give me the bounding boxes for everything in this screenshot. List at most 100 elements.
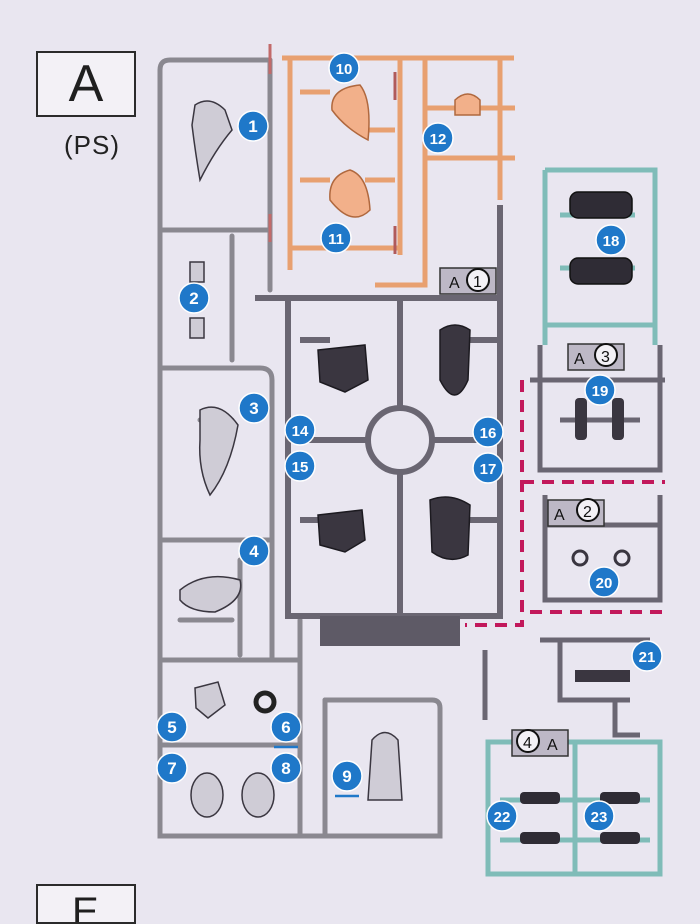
runner-tag-letter: A [554, 507, 565, 524]
runner-tag-number: 4 [523, 735, 532, 752]
gray-parts [179, 100, 403, 818]
part-badge-label: 4 [249, 542, 259, 561]
part-3-shape [198, 406, 239, 497]
part-6-shape [253, 690, 277, 714]
center-ring [365, 405, 435, 475]
part-badge-label: 1 [248, 117, 257, 136]
part-number-1: 1 [237, 110, 269, 142]
runner-21-frame [482, 637, 650, 738]
part-badge-circle [178, 282, 210, 314]
runner-diagram: A 1 A 2 A 3 4 A 123456789101112141516171… [156, 44, 665, 877]
part-number-8: 8 [270, 752, 302, 784]
part-2-shape-b [189, 317, 205, 339]
part-badge-label: 9 [342, 767, 351, 786]
part-number-19: 19 [584, 374, 616, 406]
part-badge-label: 20 [596, 575, 613, 592]
part-15-shape [317, 509, 366, 553]
orange-parts [329, 84, 481, 218]
part-number-3: 3 [238, 392, 270, 424]
part-badge-circle [631, 640, 663, 672]
runner-tag-letter: A [574, 351, 585, 368]
runner-tag-letter: A [547, 737, 558, 754]
runner-gate-block [320, 616, 460, 646]
part-badge-label: 6 [281, 718, 290, 737]
part-badge-label: 2 [189, 289, 198, 308]
part-number-20: 20 [588, 566, 620, 598]
part-number-7: 7 [156, 752, 188, 784]
runner-tag-letter: A [449, 275, 460, 292]
part-badge-label: 12 [430, 131, 447, 148]
part-16-shape [439, 324, 471, 396]
part-5-shape [194, 681, 226, 719]
part-badge-label: 21 [639, 649, 656, 666]
part-number-17: 17 [472, 452, 504, 484]
part-badge-circle [270, 752, 302, 784]
part-badge-label: 14 [292, 423, 309, 440]
part-11-shape [329, 169, 371, 218]
part-badge-circle [583, 800, 615, 832]
part-number-18: 18 [595, 224, 627, 256]
part-badge-label: 16 [480, 425, 497, 442]
section-label-box: A [36, 51, 136, 117]
part-4-shape [179, 575, 242, 613]
part-badge-circle [584, 374, 616, 406]
part-14-shape [317, 344, 369, 393]
part-badge-circle [472, 416, 504, 448]
part-badge-label: 8 [281, 759, 290, 778]
orange-runner-frame [282, 55, 515, 288]
part-10-shape [331, 84, 370, 142]
part-badge-label: 3 [249, 399, 258, 418]
part-badge-circle [595, 224, 627, 256]
parts-19 [575, 398, 624, 440]
parts-20 [571, 549, 631, 567]
part-badge-circle [331, 760, 363, 792]
part-badge-label: 10 [336, 61, 353, 78]
part-number-23: 23 [583, 800, 615, 832]
part-number-9: 9 [331, 760, 363, 798]
part-badge-circle [284, 414, 316, 446]
runner-tag-number: 1 [473, 274, 482, 291]
part-12-shape [454, 93, 481, 116]
part-8-shape [241, 772, 275, 818]
part-badge-circle [238, 535, 270, 567]
part-badge-circle [486, 800, 518, 832]
part-badge-circle [588, 566, 620, 598]
part-badge-label: 19 [592, 383, 609, 400]
runner-tag-3: A 3 [567, 343, 625, 371]
part-badge-label: 7 [167, 759, 176, 778]
part-badge-circle [320, 222, 352, 254]
part-badge-label: 15 [292, 459, 309, 476]
part-badge-label: 11 [328, 231, 344, 248]
runner-tag-number: 2 [583, 504, 592, 521]
part-2-shape-a [189, 261, 205, 283]
runner-tag-4: 4 A [511, 729, 569, 757]
part-1-shape [191, 100, 233, 183]
part-badge-circle [237, 110, 269, 142]
part-17-shape [429, 496, 471, 561]
part-number-16: 16 [472, 416, 504, 448]
part-number-11: 11 [320, 222, 352, 254]
section-letter: A [68, 55, 104, 113]
dashed-outline-vertical [465, 380, 524, 627]
part-badge-circle [284, 450, 316, 482]
part-number-14: 14 [284, 414, 316, 446]
part-badge-label: 23 [591, 809, 608, 826]
part-badge-label: 5 [167, 718, 176, 737]
part-number-12: 12 [422, 122, 454, 154]
part-badge-circle [156, 752, 188, 784]
part-9-shape [367, 731, 403, 801]
part-number-10: 10 [328, 52, 360, 84]
part-badge-circle [270, 711, 302, 743]
part-number-21: 21 [631, 640, 663, 672]
part-7-shape [190, 772, 224, 818]
part-number-4: 4 [238, 535, 270, 567]
part-number-2: 2 [178, 282, 210, 314]
runner-tag-number: 3 [601, 349, 610, 366]
part-number-6: 6 [270, 711, 302, 749]
part-badge-circle [238, 392, 270, 424]
part-badge-circle [156, 711, 188, 743]
material-label: (PS) [64, 130, 120, 160]
part-badge-label: 18 [603, 233, 620, 250]
part-badge-circle [328, 52, 360, 84]
